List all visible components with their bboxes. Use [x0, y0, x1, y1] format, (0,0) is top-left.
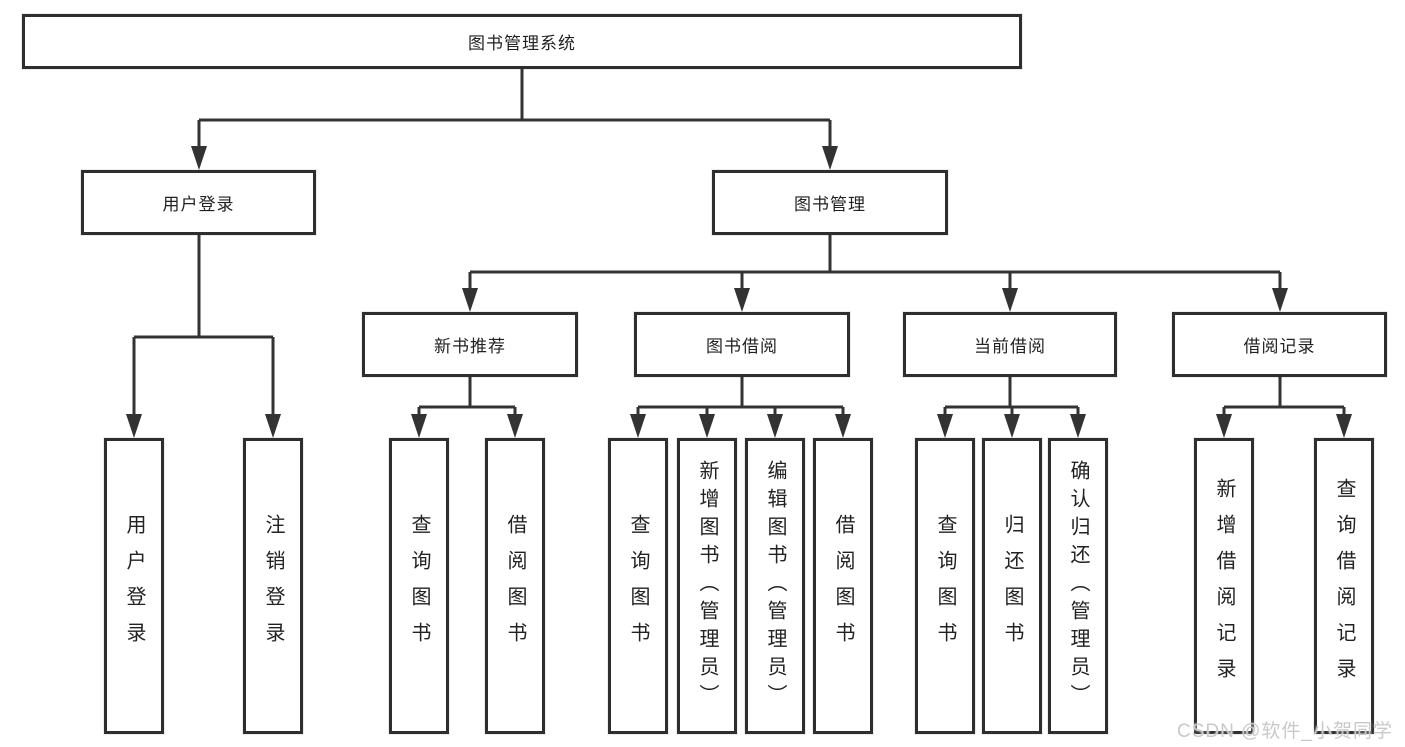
arrowheads-borrowrecord-group: [1216, 414, 1352, 438]
connector-root-to-level2: [197, 68, 832, 150]
csdn-watermark: CSDN @软件_小贺同学: [1177, 721, 1393, 742]
node-label: 借阅记录: [1243, 337, 1316, 356]
node-label: 图书管理: [794, 195, 866, 214]
arrowheads-bookborrow-group: [630, 414, 851, 438]
arrowheads-currentborrow-group: [937, 414, 1086, 438]
connector-currentborrow-group: [943, 377, 1080, 416]
leaf-borrow-add-books-admin: 新增图书（管理员）: [677, 438, 737, 734]
node-label: 用户登录: [123, 514, 145, 658]
node-label: 当前借阅: [974, 337, 1046, 356]
node-label: 借阅图书: [832, 514, 854, 658]
node-label: 查询图书: [934, 514, 956, 658]
leaf-current-confirm-return-admin: 确认归还（管理员）: [1048, 438, 1108, 734]
connector-bookborrow-group: [636, 377, 845, 416]
leaf-record-add-borrow-record: 新增借阅记录: [1194, 438, 1254, 734]
connector-borrowrecord-group: [1222, 377, 1346, 416]
node-label: 编辑图书（管理员）: [764, 460, 786, 712]
leaf-newbook-query-books: 查询图书: [389, 438, 449, 734]
node-current-borrowing: 当前借阅: [903, 312, 1117, 377]
leaf-borrow-borrow-books: 借阅图书: [813, 438, 873, 734]
node-label: 新增图书（管理员）: [696, 460, 718, 712]
node-borrowing-records: 借阅记录: [1172, 312, 1387, 377]
node-label: 借阅图书: [504, 514, 526, 658]
node-user-login: 用户登录: [81, 170, 316, 235]
leaf-current-query-books: 查询图书: [915, 438, 975, 734]
node-new-book-recommendation: 新书推荐: [362, 312, 578, 377]
node-book-management: 图书管理: [712, 170, 948, 235]
connector-bookmgmt-to-level3: [468, 235, 1282, 292]
node-book-borrowing: 图书借阅: [634, 312, 850, 377]
node-label: 归还图书: [1001, 514, 1023, 658]
leaf-record-query-borrow-record: 查询借阅记录: [1314, 438, 1374, 734]
node-label: 查询图书: [408, 514, 430, 658]
node-label: 查询借阅记录: [1333, 478, 1355, 694]
leaf-logout: 注销登录: [243, 438, 303, 734]
node-label: 注销登录: [262, 514, 284, 658]
leaf-newbook-borrow-books: 借阅图书: [485, 438, 545, 734]
arrowheads-level2: [191, 146, 838, 170]
arrowheads-level3: [462, 288, 1288, 312]
arrowheads-newbook-group: [411, 414, 523, 438]
node-label: 新书推荐: [434, 337, 506, 356]
connector-newbook-group: [417, 377, 517, 416]
arrowheads-userlogin-group: [126, 414, 281, 438]
node-label: 查询图书: [627, 514, 649, 658]
node-label: 图书管理系统: [468, 34, 576, 53]
leaf-user-login: 用户登录: [104, 438, 164, 734]
leaf-borrow-query-books: 查询图书: [608, 438, 668, 734]
node-root-library-management-system: 图书管理系统: [22, 14, 1022, 69]
node-label: 用户登录: [162, 195, 235, 214]
node-label: 图书借阅: [706, 337, 778, 356]
leaf-borrow-edit-books-admin: 编辑图书（管理员）: [745, 438, 805, 734]
node-label: 确认归还（管理员）: [1067, 460, 1089, 712]
node-label: 新增借阅记录: [1213, 478, 1235, 694]
connector-userlogin-group: [132, 235, 275, 416]
leaf-current-return-books: 归还图书: [982, 438, 1042, 734]
